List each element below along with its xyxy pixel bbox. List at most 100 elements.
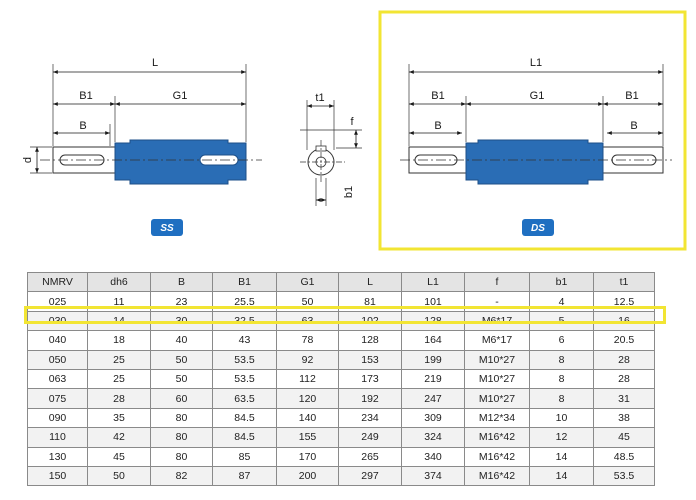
table-header-cell: NMRV — [27, 271, 88, 293]
table-cell: 340 — [401, 446, 465, 467]
table-cell: 14 — [529, 465, 594, 487]
table-cell: 25.5 — [212, 291, 277, 312]
ds-shaft-drawing: L1 B1 G1 B1 B B — [400, 57, 672, 185]
table-cell: 28 — [87, 388, 151, 409]
ss-dim-B1: B1 — [79, 90, 92, 102]
table-cell: 35 — [87, 407, 151, 429]
ss-shaft-body — [114, 139, 247, 185]
table-cell: 075 — [27, 388, 88, 409]
ds-dim-L1: L1 — [530, 57, 542, 69]
table-header-cell: B — [150, 271, 213, 293]
table-cell: 31 — [593, 388, 655, 409]
table-cell: 112 — [276, 368, 339, 390]
table-cell: 20.5 — [593, 330, 655, 351]
table-cell: 199 — [401, 349, 465, 370]
table-cell: 32.5 — [212, 310, 277, 332]
table-cell: 297 — [338, 465, 402, 487]
ds-dim-B-left: B — [434, 120, 441, 132]
table-cell: 25 — [87, 368, 151, 390]
table-cell: 200 — [276, 465, 339, 487]
table-cell: M10*27 — [464, 368, 530, 390]
technical-drawing: L B1 G1 B d SS t1 f — [22, 10, 687, 251]
table-cell: 374 — [401, 465, 465, 487]
table-cell: 030 — [27, 310, 88, 332]
table-cell: 12.5 — [593, 291, 655, 312]
table-cell: 50 — [150, 349, 213, 370]
table-cell: 92 — [276, 349, 339, 370]
table-cell: 025 — [27, 291, 88, 312]
table-cell: 153 — [338, 349, 402, 370]
table-cell: 82 — [150, 465, 213, 487]
table-cell: 63 — [276, 310, 339, 332]
table-cell: 87 — [212, 465, 277, 487]
table-cell: 14 — [87, 310, 151, 332]
table-header-cell: f — [464, 271, 530, 293]
table-cell: 42 — [87, 427, 151, 448]
table-cell: 11 — [87, 291, 151, 312]
table-cell: 8 — [529, 388, 594, 409]
table-cell: 090 — [27, 407, 88, 429]
end-dim-f: f — [350, 116, 354, 128]
table-cell: 50 — [150, 368, 213, 390]
ds-dim-G1: G1 — [530, 90, 545, 102]
table-cell: 84.5 — [212, 407, 277, 429]
table-cell: 219 — [401, 368, 465, 390]
table-cell: 28 — [593, 368, 655, 390]
table-cell: 170 — [276, 446, 339, 467]
table-cell: 155 — [276, 427, 339, 448]
table-cell: 38 — [593, 407, 655, 429]
ss-tag: SS — [151, 219, 183, 236]
table-cell: M10*27 — [464, 349, 530, 370]
table-cell: 80 — [150, 446, 213, 467]
table-cell: 50 — [87, 465, 151, 487]
table-cell: 45 — [593, 427, 655, 448]
ss-dim-G1: G1 — [173, 90, 188, 102]
table-cell: 84.5 — [212, 427, 277, 448]
end-dim-b1: b1 — [343, 186, 355, 198]
table-cell: M10*27 — [464, 388, 530, 409]
table-cell: - — [464, 291, 530, 312]
table-header-cell: dh6 — [87, 271, 151, 293]
table-cell: 43 — [212, 330, 277, 351]
table-cell: 16 — [593, 310, 655, 332]
table-cell: M6*17 — [464, 310, 530, 332]
ss-shaft-drawing: L B1 G1 B d — [22, 57, 262, 185]
table-cell: 10 — [529, 407, 594, 429]
table-cell: 102 — [338, 310, 402, 332]
table-cell: 128 — [338, 330, 402, 351]
table-cell: 81 — [338, 291, 402, 312]
ds-shaft-body — [465, 139, 604, 185]
table-cell: 6 — [529, 330, 594, 351]
table-cell: 40 — [150, 330, 213, 351]
table-cell: 040 — [27, 330, 88, 351]
table-cell: 130 — [27, 446, 88, 467]
ds-dim-B1-left: B1 — [431, 90, 444, 102]
table-cell: 48.5 — [593, 446, 655, 467]
table-cell: 53.5 — [212, 368, 277, 390]
table-header-cell: L — [338, 271, 402, 293]
table-cell: 53.5 — [212, 349, 277, 370]
table-cell: 050 — [27, 349, 88, 370]
table-cell: 8 — [529, 349, 594, 370]
table-cell: 25 — [87, 349, 151, 370]
table-cell: 50 — [276, 291, 339, 312]
table-cell: 247 — [401, 388, 465, 409]
table-cell: 173 — [338, 368, 402, 390]
ds-dim-B1-right: B1 — [625, 90, 638, 102]
table-header-cell: t1 — [593, 271, 655, 293]
table-cell: 23 — [150, 291, 213, 312]
table-cell: 60 — [150, 388, 213, 409]
table-cell: 12 — [529, 427, 594, 448]
table-cell: 249 — [338, 427, 402, 448]
table-cell: 110 — [27, 427, 88, 448]
table-cell: 309 — [401, 407, 465, 429]
